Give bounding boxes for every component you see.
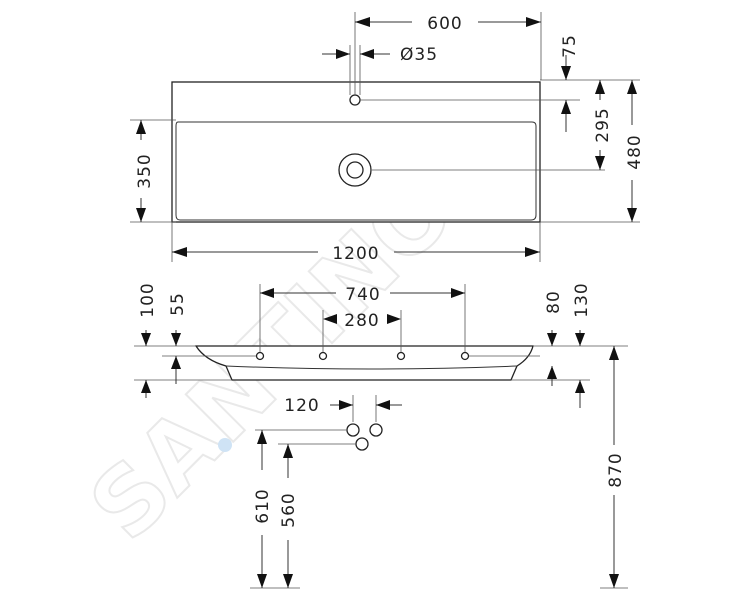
- basin-profile: [194, 345, 534, 381]
- dim-tap-hole: Ø35: [400, 45, 438, 65]
- bracket-hole-4: [460, 351, 470, 361]
- dim-waste-height-upper: 610: [253, 488, 273, 523]
- dim-right-total-height: 130: [572, 282, 592, 317]
- front-view: 740 280 100 55 80: [134, 282, 628, 589]
- dim-bracket-inner: 280: [344, 311, 379, 331]
- watermark-drop-icon: [218, 438, 232, 452]
- dim-waste-height-lower: 560: [279, 492, 299, 527]
- bracket-hole-3: [396, 351, 406, 361]
- dim-total-width: 1200: [332, 244, 379, 264]
- bracket-hole-1: [255, 351, 265, 361]
- dim-bracket-outer: 740: [345, 285, 380, 305]
- dim-total-depth: 480: [625, 134, 645, 169]
- dim-mounting-height: 870: [606, 452, 626, 487]
- dim-tap-offset: 600: [427, 14, 462, 34]
- dim-rim-height-total: 100: [138, 282, 158, 317]
- dim-back-rim: 75: [560, 34, 580, 58]
- waste-fitting-right: [369, 423, 383, 437]
- dim-tap-to-drain: 295: [593, 107, 613, 142]
- top-view: 600 Ø35 75 295 480: [130, 12, 645, 264]
- basin-profile-inner: [225, 365, 518, 370]
- dim-right-bracket-height: 80: [544, 290, 564, 314]
- waste-fitting-left: [346, 423, 360, 437]
- tap-hole: [349, 94, 361, 106]
- bowl-outline: [175, 121, 537, 221]
- waste-fitting-center: [355, 437, 369, 451]
- bracket-hole-2: [318, 351, 328, 361]
- dim-rim-height-bracket: 55: [168, 292, 188, 316]
- dim-bowl-depth: 350: [135, 153, 155, 188]
- dim-waste-spacing: 120: [284, 396, 319, 416]
- drain-inner: [346, 161, 364, 179]
